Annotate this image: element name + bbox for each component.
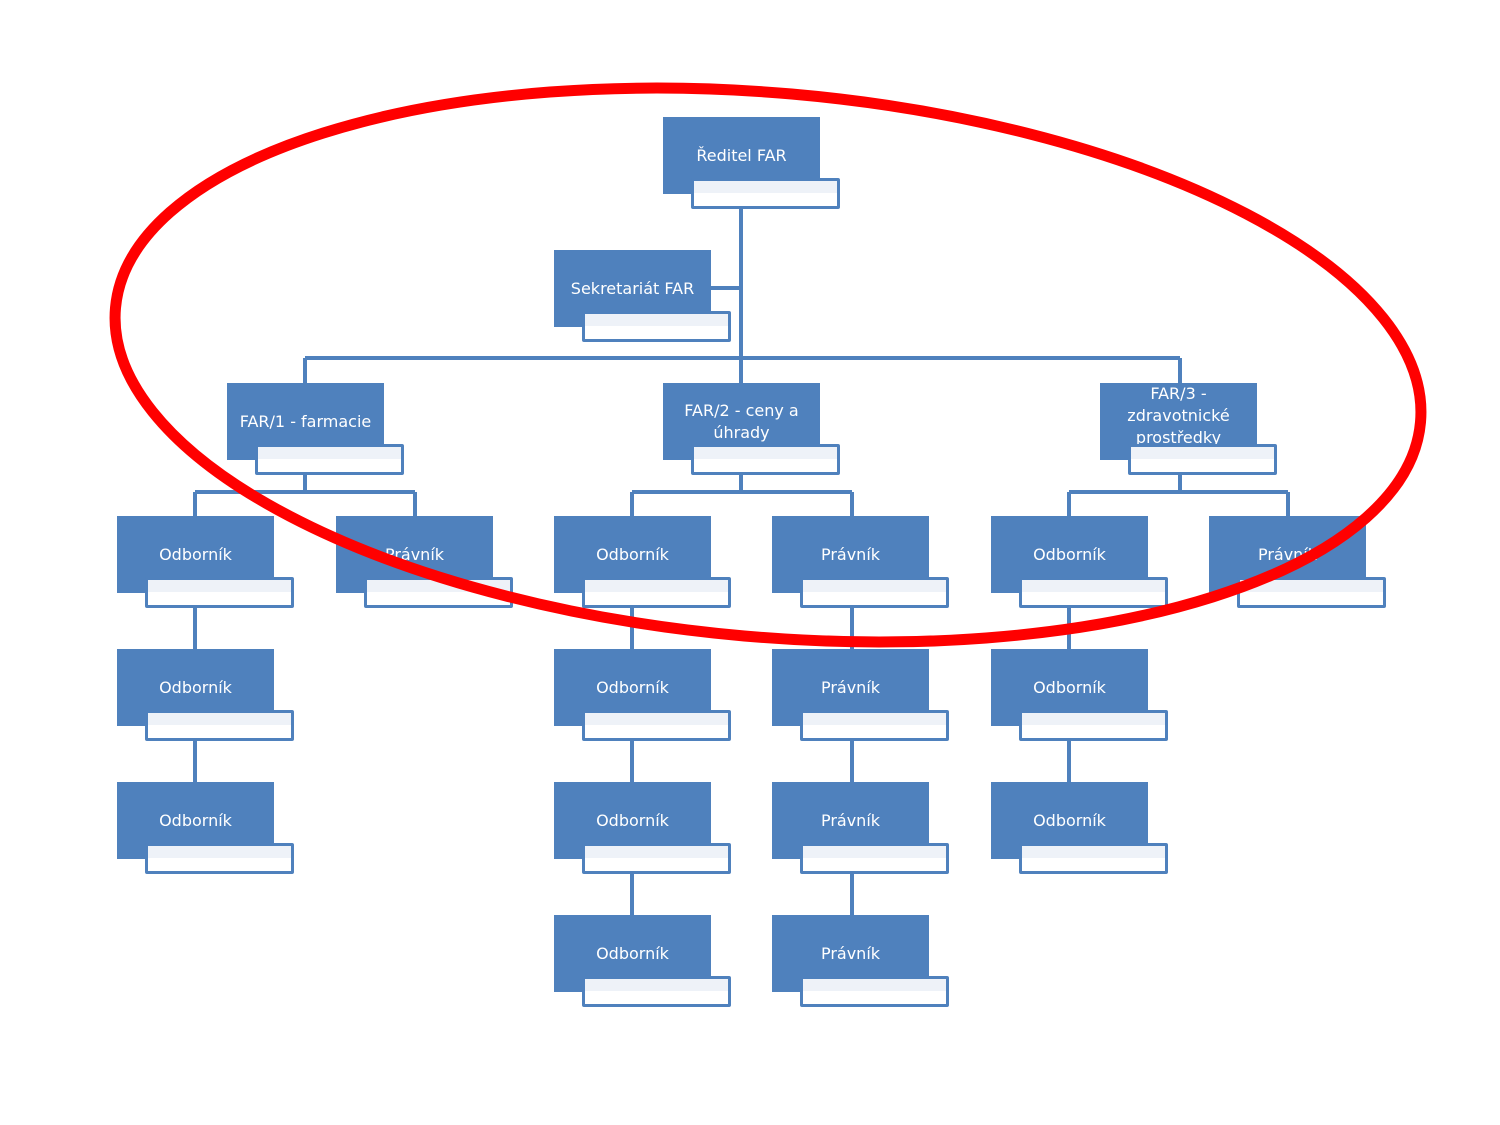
node-subtitle-box — [1019, 843, 1168, 874]
node-far3[interactable]: FAR/3 - zdravotnické prostředky — [1100, 383, 1280, 478]
node-expert[interactable]: Odborník — [554, 649, 734, 744]
node-label: Odborník — [159, 544, 232, 564]
node-label: Odborník — [596, 943, 669, 963]
node-subtitle-box — [145, 577, 294, 608]
node-expert[interactable]: Odborník — [117, 782, 297, 877]
node-subtitle-box — [582, 311, 731, 342]
node-label: Odborník — [596, 544, 669, 564]
node-expert[interactable]: Odborník — [117, 649, 297, 744]
node-subtitle-box — [582, 710, 731, 741]
node-subtitle-box — [691, 178, 840, 209]
node-expert[interactable]: Odborník — [991, 516, 1171, 611]
node-subtitle-box — [800, 976, 949, 1007]
node-lawyer[interactable]: Právník — [772, 649, 952, 744]
node-label: Odborník — [159, 810, 232, 830]
node-label: Právník — [820, 677, 881, 697]
node-label: Odborník — [596, 677, 669, 697]
node-far1[interactable]: FAR/1 - farmacie — [227, 383, 407, 478]
node-label: FAR/2 - ceny a úhrady — [684, 400, 799, 442]
node-subtitle-box — [1019, 710, 1168, 741]
node-far2[interactable]: FAR/2 - ceny a úhrady — [663, 383, 843, 478]
node-label: Odborník — [596, 810, 669, 830]
node-label: Odborník — [1033, 544, 1106, 564]
node-label: Právník — [820, 544, 881, 564]
red-highlight-ellipse — [109, 82, 1427, 648]
node-director[interactable]: Ředitel FAR — [663, 117, 843, 212]
node-label: Odborník — [1033, 810, 1106, 830]
node-expert[interactable]: Odborník — [554, 516, 734, 611]
node-lawyer[interactable]: Právník — [772, 516, 952, 611]
node-subtitle-box — [582, 843, 731, 874]
node-expert[interactable]: Odborník — [991, 649, 1171, 744]
node-subtitle-box — [145, 710, 294, 741]
node-expert[interactable]: Odborník — [554, 782, 734, 877]
node-expert[interactable]: Odborník — [554, 915, 734, 1010]
node-subtitle-box — [582, 976, 731, 1007]
node-subtitle-box — [582, 577, 731, 608]
node-subtitle-box — [1019, 577, 1168, 608]
node-label: Odborník — [1033, 677, 1106, 697]
node-label: Právník — [820, 810, 881, 830]
node-lawyer[interactable]: Právník — [772, 915, 952, 1010]
node-label: Právník — [820, 943, 881, 963]
node-lawyer[interactable]: Právník — [772, 782, 952, 877]
node-label: FAR/1 - farmacie — [239, 411, 372, 431]
node-label: Sekretariát FAR — [570, 278, 695, 298]
node-expert[interactable]: Odborník — [117, 516, 297, 611]
node-subtitle-box — [800, 577, 949, 608]
node-subtitle-box — [800, 710, 949, 741]
node-subtitle-box — [145, 843, 294, 874]
node-subtitle-box — [1128, 444, 1277, 475]
node-label: Ředitel FAR — [696, 145, 787, 165]
node-subtitle-box — [255, 444, 404, 475]
node-expert[interactable]: Odborník — [991, 782, 1171, 877]
node-label: FAR/3 - zdravotnické prostředky — [1127, 384, 1230, 447]
node-secretariat[interactable]: Sekretariát FAR — [554, 250, 734, 345]
node-label: Odborník — [159, 677, 232, 697]
node-subtitle-box — [691, 444, 840, 475]
node-subtitle-box — [1237, 577, 1386, 608]
node-lawyer[interactable]: Právník — [1209, 516, 1389, 611]
node-subtitle-box — [800, 843, 949, 874]
